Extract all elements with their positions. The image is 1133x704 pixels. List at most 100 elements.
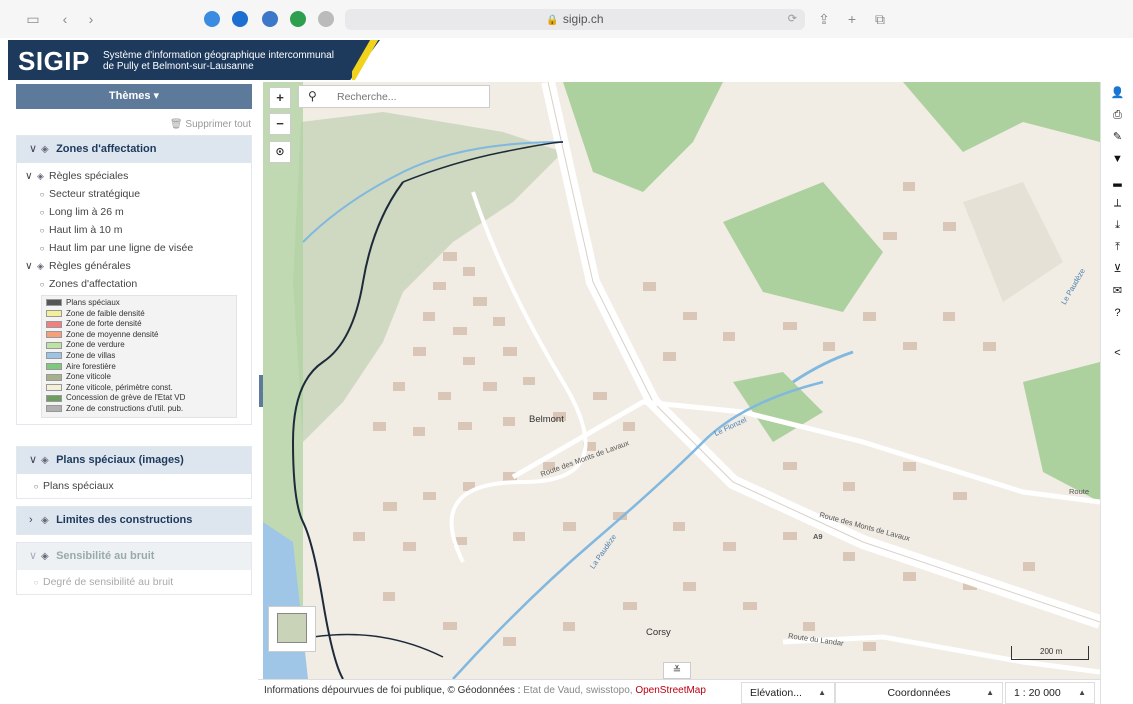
attribution-osm-link[interactable]: OpenStreetMap bbox=[635, 685, 706, 696]
legend-swatch bbox=[46, 405, 62, 413]
chevron-right-icon[interactable]: › bbox=[29, 514, 33, 526]
help-icon[interactable]: ? bbox=[1114, 307, 1121, 319]
layer-item[interactable]: ○Plans spéciaux bbox=[17, 474, 251, 498]
chevron-down-icon[interactable]: ∨ bbox=[29, 143, 38, 155]
elevation-dropdown[interactable]: Elévation...▲ bbox=[741, 682, 835, 704]
open-area bbox=[963, 182, 1063, 302]
print-icon[interactable]: ⎙ bbox=[1113, 109, 1122, 121]
url-bar[interactable]: 🔒sigip.ch ⟳ bbox=[345, 9, 805, 30]
draw-icon[interactable]: ✎ bbox=[1112, 131, 1123, 143]
forest-area bbox=[563, 82, 723, 192]
group-header-plans-speciaux[interactable]: ∨◈ Plans spéciaux (images) bbox=[17, 447, 251, 474]
mail-icon[interactable]: ✉ bbox=[1112, 285, 1123, 297]
layer-item[interactable]: ○Degré de sensibilité au bruit bbox=[17, 570, 251, 594]
attribution-prefix: Informations dépourvues de foi publique,… bbox=[264, 685, 521, 696]
radio-icon[interactable]: ○ bbox=[39, 244, 45, 253]
logo-stripe bbox=[352, 40, 378, 80]
extension-icon[interactable] bbox=[204, 11, 220, 27]
legend-label: Plans spéciaux bbox=[66, 298, 120, 307]
locate-icon[interactable]: ⊙ bbox=[269, 141, 291, 163]
road bbox=[449, 191, 588, 563]
layer-item[interactable]: ○Secteur stratégique bbox=[25, 185, 251, 203]
search-icon: ⚲ bbox=[308, 89, 317, 103]
scale-dropdown[interactable]: 1 : 20 000▲ bbox=[1005, 682, 1095, 704]
expand-footer-button[interactable]: ≚ bbox=[663, 662, 691, 679]
search-box[interactable]: ⚲ bbox=[298, 85, 490, 108]
forward-icon[interactable]: › bbox=[88, 11, 94, 27]
layer-label: Long lim à 26 m bbox=[49, 206, 124, 218]
profile-icon[interactable]: ▂ bbox=[1113, 175, 1122, 187]
group-plans-speciaux: ∨◈ Plans spéciaux (images) ○Plans spécia… bbox=[16, 446, 252, 499]
share-icon[interactable]: ⇪ bbox=[818, 11, 830, 27]
user-icon[interactable]: 👤 bbox=[1110, 87, 1125, 99]
forest-area bbox=[733, 372, 823, 442]
new-tab-icon[interactable]: + bbox=[847, 11, 857, 27]
layer-item[interactable]: ○Haut lim par une ligne de visée bbox=[25, 239, 251, 257]
coordinates-dropdown[interactable]: Coordonnées ▲ bbox=[835, 682, 1003, 704]
side-panel: Thèmes ▾ 🗑 Supprimer tout ∨◈ Zones d'aff… bbox=[0, 82, 258, 704]
radio-icon[interactable]: ○ bbox=[39, 190, 45, 199]
cart-icon[interactable]: ⊻ bbox=[1113, 263, 1122, 275]
legend-swatch bbox=[46, 384, 62, 392]
legend-swatch bbox=[46, 320, 62, 328]
chevron-down-icon[interactable]: ∨ bbox=[29, 550, 38, 562]
group-sensibilite-bruit: ∨◈ Sensibilité au bruit ○Degré de sensib… bbox=[16, 542, 252, 595]
share-icon[interactable]: < bbox=[1114, 347, 1121, 359]
privacy-icon[interactable] bbox=[318, 11, 334, 27]
group-header-limites-constructions[interactable]: ›◈ Limites des constructions bbox=[17, 507, 251, 534]
legend-label: Zone de constructions d'util. pub. bbox=[66, 403, 184, 413]
caret-up-icon: ▲ bbox=[986, 688, 994, 697]
legend-item: Zone de forte densité bbox=[46, 319, 232, 330]
legend-label: Zone de verdure bbox=[66, 340, 125, 350]
layer-item[interactable]: ○Zones d'affectation bbox=[25, 275, 251, 293]
evernote-icon[interactable] bbox=[290, 11, 306, 27]
attribution-sources[interactable]: Etat de Vaud, swisstopo, bbox=[523, 685, 633, 696]
upload-icon[interactable]: ⤒ bbox=[1115, 241, 1120, 253]
tabs-icon[interactable]: ⧉ bbox=[875, 11, 885, 27]
municipal-border bbox=[291, 181, 404, 679]
search-input[interactable] bbox=[337, 89, 482, 105]
themes-dropdown[interactable]: Thèmes ▾ bbox=[16, 84, 252, 109]
chevron-down-icon[interactable]: ∨ bbox=[25, 260, 33, 272]
chevron-down-icon[interactable]: ∨ bbox=[25, 170, 33, 182]
chevron-down-icon[interactable]: ∨ bbox=[29, 454, 38, 466]
zoom-out-button[interactable]: − bbox=[269, 113, 291, 135]
place-label-belmont: Belmont bbox=[529, 414, 564, 425]
legend-label: Zone viticole, périmètre const. bbox=[66, 382, 173, 392]
reload-icon[interactable]: ⟳ bbox=[787, 13, 797, 25]
layer-item[interactable]: ○ Long lim à 26 m bbox=[25, 203, 251, 221]
layer-item[interactable]: ○Haut lim à 10 m bbox=[25, 221, 251, 239]
zoom-in-button[interactable]: + bbox=[269, 87, 291, 109]
sidebar-icon[interactable]: ▭ bbox=[26, 11, 40, 27]
legend-swatch bbox=[46, 394, 62, 402]
radio-icon[interactable]: ○ bbox=[33, 482, 39, 491]
url-text: sigip.ch bbox=[562, 12, 604, 26]
overview-map[interactable] bbox=[268, 606, 316, 652]
coordinates-label: Coordonnées bbox=[887, 687, 951, 699]
group-header-sensibilite-bruit[interactable]: ∨◈ Sensibilité au bruit bbox=[17, 543, 251, 570]
map-view[interactable]: Belmont Corsy Route des Monts de Lavaux … bbox=[263, 82, 1100, 679]
subgroup-regles-speciales[interactable]: ∨◈Règles spéciales bbox=[25, 167, 251, 185]
group-header-zones-affectation[interactable]: ∨◈ Zones d'affectation bbox=[17, 136, 251, 163]
radio-icon[interactable]: ○ bbox=[39, 226, 45, 235]
subgroup-regles-generales[interactable]: ∨◈Règles générales bbox=[25, 257, 251, 275]
download-icon[interactable]: ⤓ bbox=[1115, 219, 1120, 231]
sigip-logo[interactable]: SIGIP Système d'information géographique… bbox=[8, 40, 380, 80]
radio-icon[interactable]: ○ bbox=[33, 578, 39, 587]
measure-icon[interactable]: ⟂ bbox=[1113, 197, 1122, 209]
delete-all-button[interactable]: 🗑 Supprimer tout bbox=[169, 119, 251, 130]
extension-icon[interactable] bbox=[232, 11, 248, 27]
stream-le-flonzel bbox=[452, 380, 824, 679]
radio-icon[interactable]: ○ bbox=[39, 280, 45, 289]
legend-item: Plans spéciaux bbox=[46, 298, 232, 309]
extension-icon[interactable] bbox=[262, 11, 278, 27]
radio-icon[interactable]: ○ bbox=[39, 208, 45, 217]
back-icon[interactable]: ‹ bbox=[62, 11, 68, 27]
app-header: SIGIP Système d'information géographique… bbox=[0, 38, 1133, 82]
filter-icon[interactable]: ▼ bbox=[1112, 153, 1123, 165]
legend-label: Zone de moyenne densité bbox=[66, 329, 159, 339]
legend-label: Concession de grève de l'Etat VD bbox=[66, 393, 186, 403]
road-label: Route bbox=[1069, 487, 1090, 496]
group-title: Sensibilité au bruit bbox=[56, 550, 155, 562]
map-footer: Informations dépourvues de foi publique,… bbox=[258, 679, 1100, 704]
